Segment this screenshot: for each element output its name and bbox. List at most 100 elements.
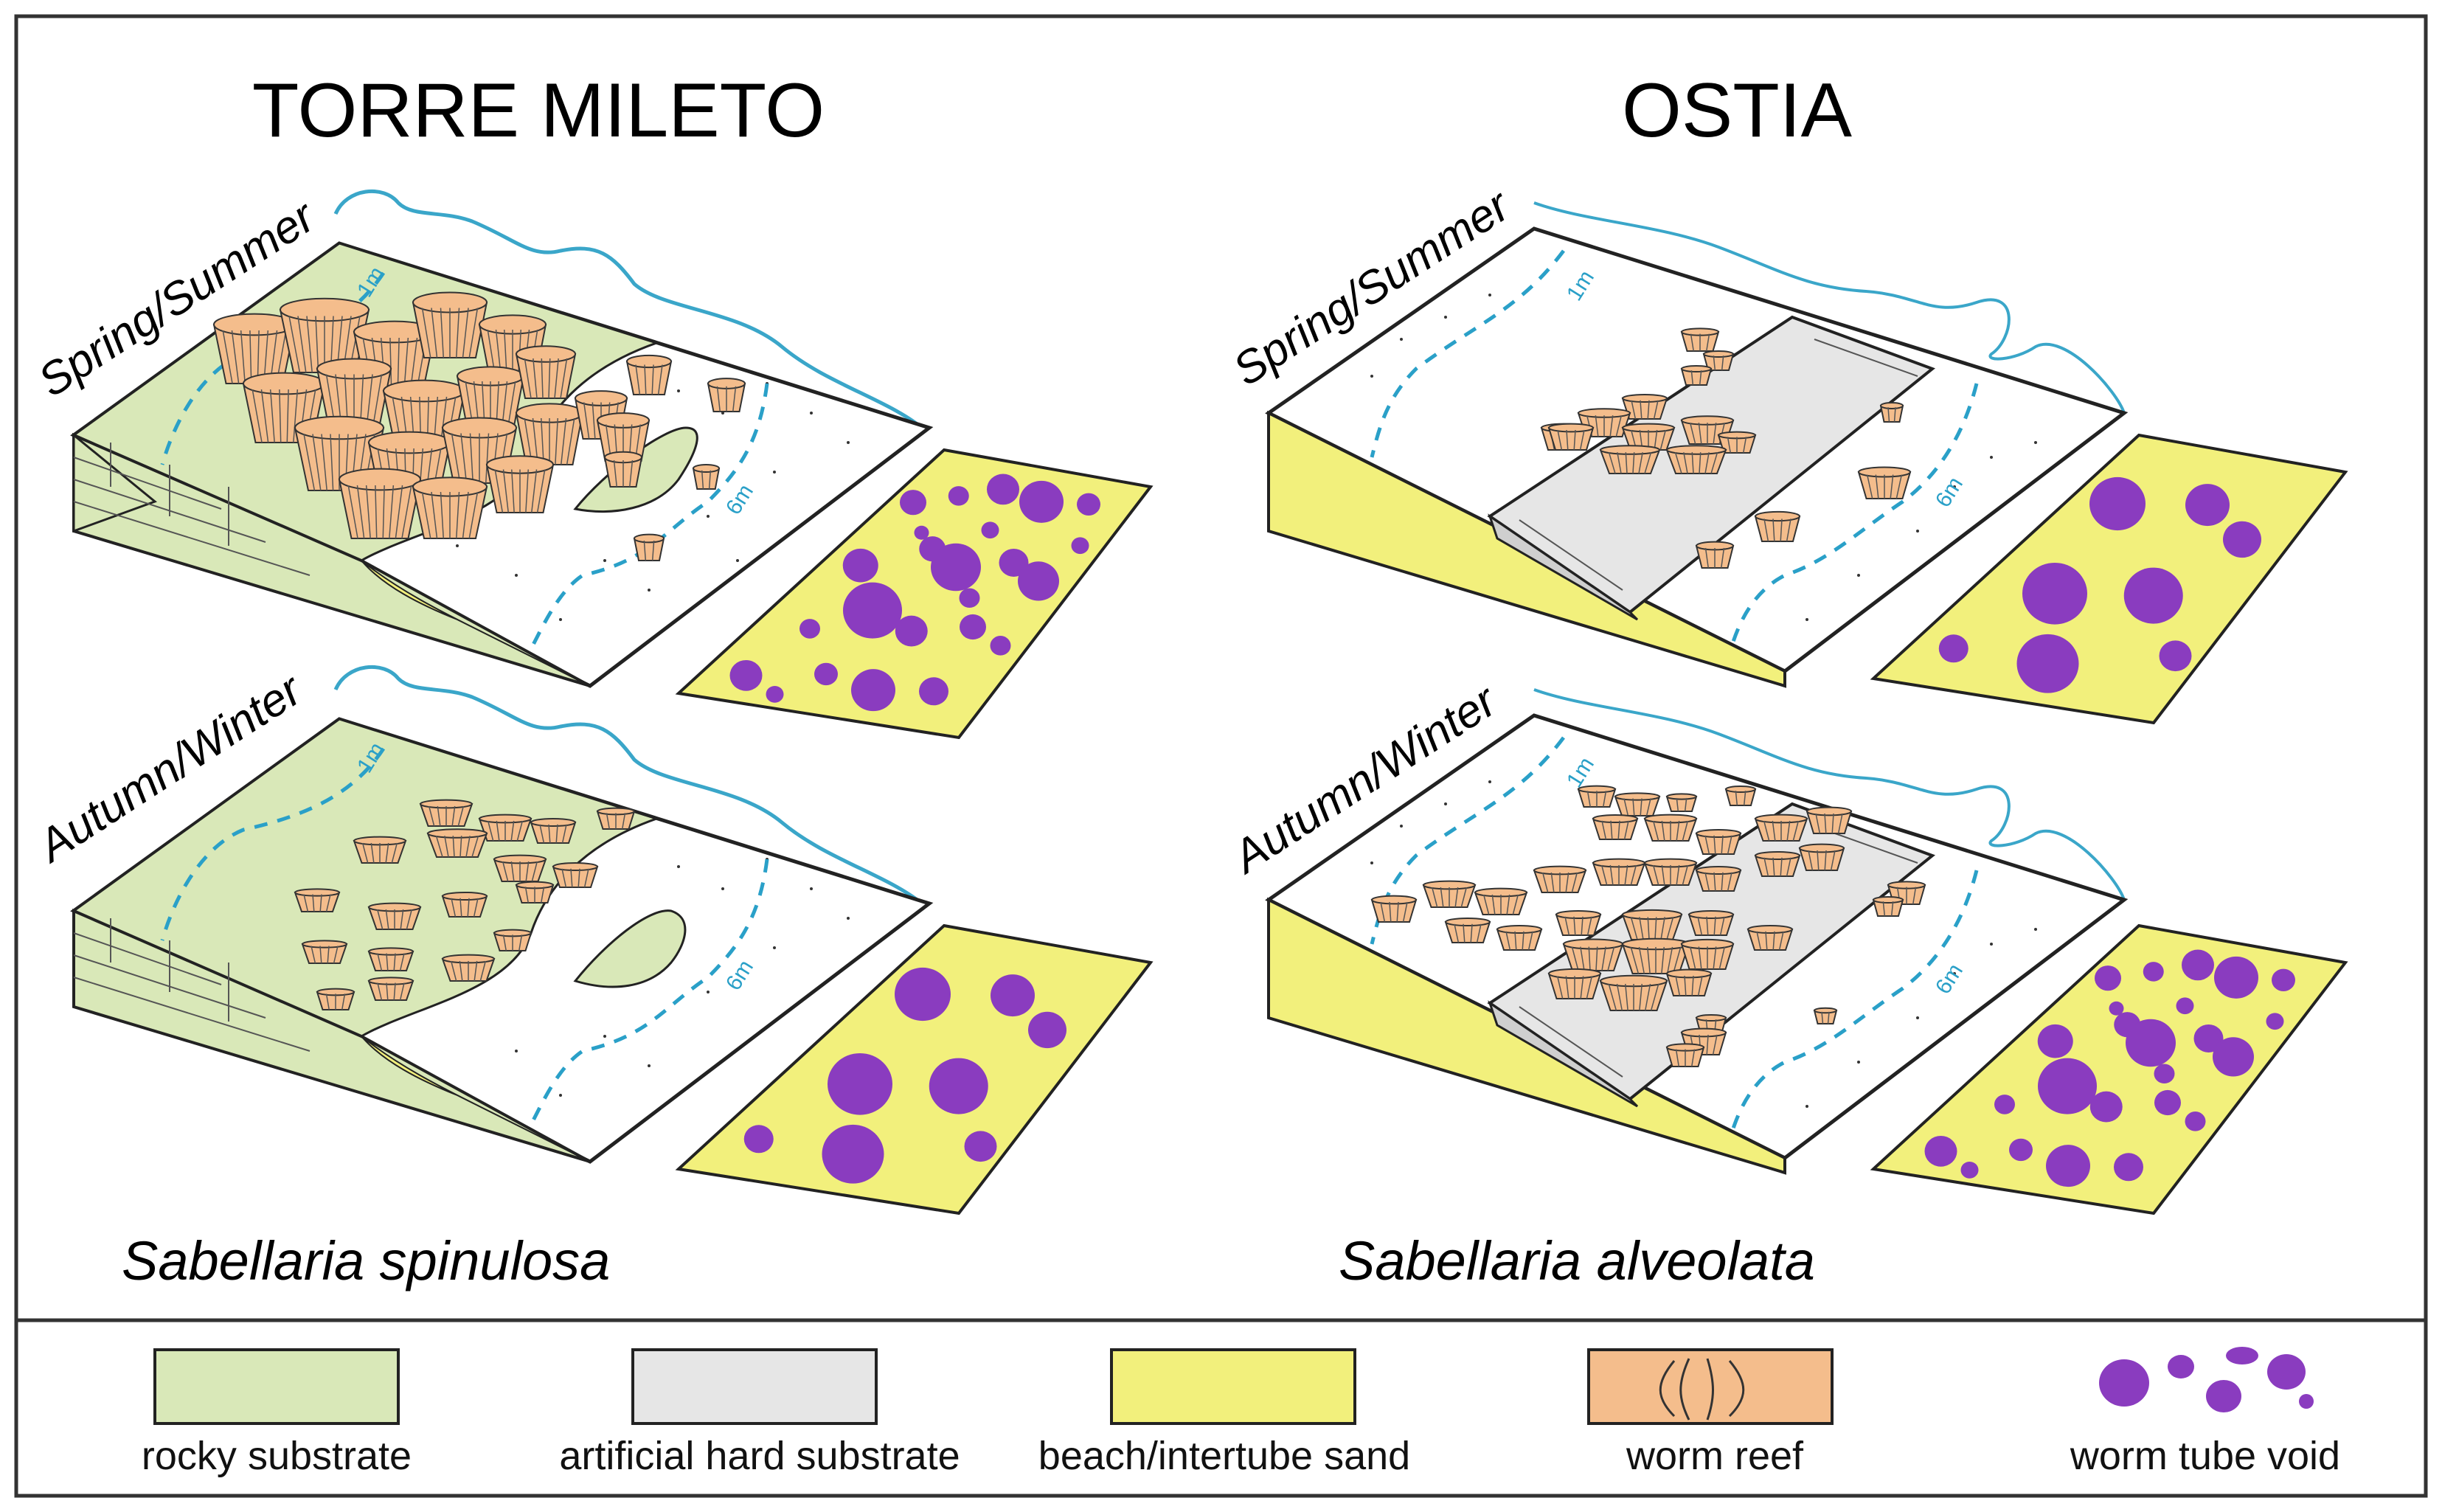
worm-tube-void — [2038, 1058, 2097, 1114]
worm-tube-void — [2154, 1064, 2175, 1083]
worm-reef-clump — [1564, 940, 1623, 971]
legend-label-void: worm tube void — [2070, 1434, 2340, 1478]
worm-tube-void — [965, 1131, 997, 1162]
worm-tube-void — [2160, 640, 2192, 671]
worm-reef-clump — [1600, 445, 1659, 474]
title-ostia: OSTIA — [1622, 68, 1853, 153]
worm-tube-void — [843, 583, 902, 639]
worm-reef-clump — [1755, 512, 1800, 541]
worm-tube-void — [843, 549, 878, 583]
worm-reef-clump — [693, 465, 719, 489]
worm-reef-clump — [295, 889, 339, 912]
legend-item-rocky: rocky substrate — [142, 1350, 412, 1478]
legend-label-rocky: rocky substrate — [142, 1434, 412, 1478]
worm-tube-void — [2038, 1024, 2073, 1058]
worm-reef-clump — [1615, 793, 1659, 816]
legend-item-sand: beach/intertube sand — [1038, 1350, 1410, 1478]
worm-tube-void — [2124, 568, 2183, 624]
worm-tube-void — [828, 1053, 892, 1115]
worm-tube-void — [2214, 957, 2258, 999]
worm-tube-void — [991, 636, 1011, 656]
worm-reef-clump — [1475, 889, 1527, 915]
worm-reef-clump — [354, 837, 406, 863]
worm-tube-void — [895, 616, 928, 647]
worm-tube-void — [2143, 962, 2164, 982]
worm-reef-clump — [369, 948, 413, 971]
worm-reef-clump — [516, 882, 553, 903]
worm-tube-void — [895, 968, 951, 1021]
worm-tube-void — [991, 974, 1035, 1016]
worm-tube-void — [2090, 1092, 2123, 1123]
worm-reef-clump — [1623, 910, 1682, 940]
species-label-torre: Sabellaria spinulosa — [122, 1230, 610, 1291]
worm-reef-clump — [1534, 867, 1586, 892]
worm-reef-clump — [413, 293, 487, 358]
worm-tube-void — [814, 663, 838, 685]
worm-tube-void — [1961, 1162, 1979, 1179]
worm-tube-void — [2126, 1019, 2176, 1067]
worm-reef-clump — [1682, 328, 1718, 351]
worm-reef-clump — [413, 477, 487, 538]
worm-tube-void-icon — [2099, 1359, 2149, 1407]
worm-reef-clump — [1682, 940, 1733, 969]
worm-reef-clump — [494, 856, 546, 881]
worm-reef-clump — [1446, 918, 1490, 943]
worm-reef-clump — [1556, 911, 1600, 935]
worm-reef-clump — [1549, 424, 1593, 450]
worm-tube-void — [2185, 484, 2230, 526]
worm-reef-clump — [1423, 881, 1475, 907]
worm-tube-void — [822, 1125, 884, 1184]
worm-tube-void — [900, 490, 926, 515]
legend-item-reef: worm reef — [1589, 1350, 1832, 1478]
worm-reef-clump — [1689, 911, 1733, 935]
worm-reef-clump — [1667, 1044, 1704, 1067]
worm-reef-clump — [1873, 897, 1903, 916]
legend-swatch-sand — [1111, 1350, 1355, 1423]
worm-reef-clump — [605, 452, 642, 487]
worm-reef-clump — [627, 356, 671, 395]
worm-reef-clump — [1800, 845, 1844, 870]
worm-reef-clump — [369, 904, 420, 929]
worm-reef-clump — [1726, 786, 1755, 805]
worm-reef-clump — [1667, 970, 1711, 996]
worm-tube-void — [2046, 1145, 2090, 1187]
legend-label-sand: beach/intertube sand — [1038, 1434, 1410, 1478]
worm-reef-clump — [516, 346, 575, 398]
worm-tube-void — [919, 677, 948, 705]
worm-reef-clump — [1593, 859, 1645, 885]
worm-tube-void — [1939, 634, 1968, 662]
worm-reef-clump — [494, 930, 531, 951]
worm-reef-clump — [369, 977, 413, 1000]
worm-reef-clump — [1682, 366, 1711, 385]
worm-tube-void — [915, 526, 929, 540]
worm-reef-clump — [1372, 896, 1416, 922]
worm-reef-clump — [1667, 794, 1696, 811]
worm-tube-void — [2017, 634, 2079, 693]
worm-tube-void — [2266, 1013, 2284, 1030]
worm-tube-void — [744, 1125, 774, 1153]
legend-swatch-rocky — [155, 1350, 398, 1423]
worm-reef-clump — [317, 989, 354, 1010]
worm-tube-void — [2095, 965, 2121, 991]
worm-tube-void — [1019, 481, 1064, 523]
worm-tube-void — [2089, 477, 2146, 530]
worm-reef-clump — [428, 829, 487, 857]
worm-reef-clump — [317, 359, 391, 425]
worm-reef-clump — [1593, 815, 1637, 839]
worm-tube-void — [960, 588, 980, 608]
worm-tube-void — [2272, 969, 2295, 991]
legend: rocky substrate artificial hard substrat… — [142, 1347, 2340, 1478]
worm-reef-clump — [1696, 830, 1741, 854]
worm-reef-clump — [339, 469, 420, 538]
worm-reef-clump — [553, 863, 597, 887]
worm-reef-clump — [1497, 926, 1541, 950]
worm-reef-clump — [443, 892, 487, 917]
worm-tube-void — [2213, 1037, 2254, 1076]
legend-item-artificial: artificial hard substrate — [559, 1350, 960, 1478]
legend-item-void: worm tube void — [2070, 1347, 2340, 1478]
title-torre-mileto: TORRE MILETO — [252, 68, 825, 153]
worm-reef-clump — [420, 800, 472, 826]
worm-tube-void — [987, 474, 1019, 505]
